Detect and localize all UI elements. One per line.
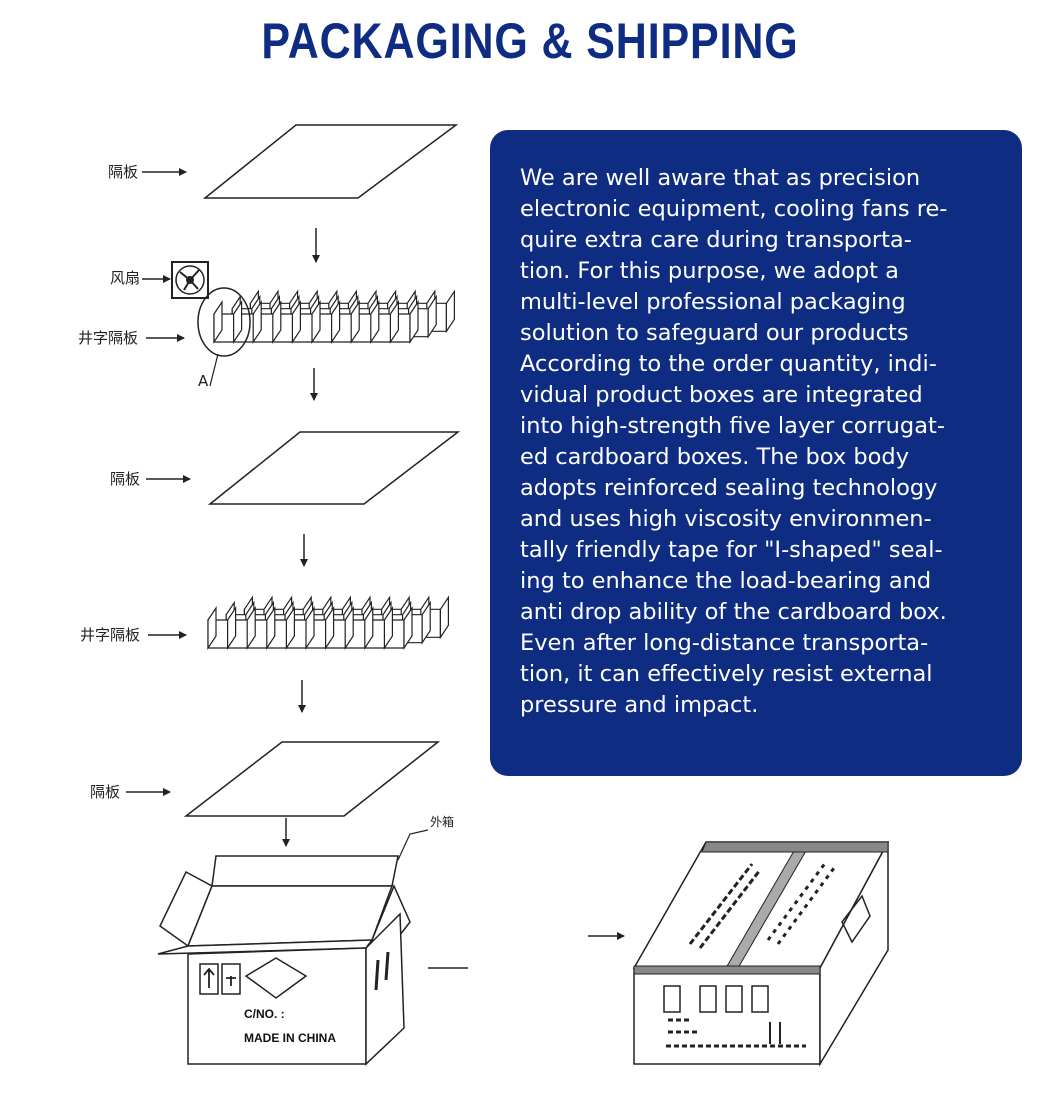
grid-slot <box>233 300 243 344</box>
carton-side-label <box>841 894 871 944</box>
grid-slot <box>311 300 321 344</box>
top-partition-layer: 隔板 <box>108 124 459 199</box>
info-line: According to the order quantity, indi- <box>520 351 937 377</box>
grid-divider-1 <box>213 289 455 344</box>
carton-diamond-mark <box>244 957 308 999</box>
carton-number-text: C/NO. : <box>244 1007 285 1021</box>
grid-slot <box>285 606 295 650</box>
partition-sheet-2 <box>207 431 461 505</box>
sealed-carton-front <box>633 967 821 1065</box>
made-in-text: MADE IN CHINA <box>244 1031 336 1045</box>
carton-opening <box>186 885 394 947</box>
info-line: We are well aware that as precision <box>520 165 921 191</box>
grid-slot <box>246 606 256 650</box>
carton-back-flap <box>211 855 399 887</box>
page-title: PACKAGING & SHIPPING <box>261 13 799 69</box>
carton-side-face <box>365 912 405 1066</box>
info-paragraph: We are well aware that as precision elec… <box>520 163 1002 721</box>
info-line: and uses high viscosity environmen- <box>520 506 932 532</box>
carton-top-print-1 <box>688 863 762 949</box>
grid-slot <box>421 600 431 645</box>
grid-slot <box>291 300 301 344</box>
outer-box-label: 外箱 <box>430 814 454 829</box>
info-line: vidual product boxes are integrated <box>520 382 923 408</box>
partition-label-1: 隔板 <box>108 163 138 181</box>
grid-slot <box>403 606 413 650</box>
sealing-tape-back <box>701 841 889 853</box>
info-line: pressure and impact. <box>520 692 759 718</box>
handling-symbol <box>751 985 769 1013</box>
grid-slot <box>344 606 354 650</box>
handling-symbol <box>663 985 681 1013</box>
carton-side-marks <box>374 951 390 991</box>
grid-slot <box>389 300 399 344</box>
grid-slot <box>370 300 380 344</box>
info-line: into high-strength five layer corrugat- <box>520 413 945 439</box>
info-line: multi-level professional packaging <box>520 289 906 315</box>
sealed-carton-side <box>819 841 889 1067</box>
handling-symbol <box>725 985 743 1013</box>
fan-label: 风扇 <box>110 269 140 287</box>
open-carton: 外箱 C/NO. : MADE IN CHINA <box>157 814 454 1066</box>
carton-top-print-2 <box>766 861 836 945</box>
handling-symbols <box>199 963 241 995</box>
grid-slot <box>427 294 437 339</box>
grid-slot <box>272 300 282 344</box>
carton-front-print <box>666 1018 806 1048</box>
info-line: quire extra care during transporta- <box>520 227 912 253</box>
detail-circle <box>197 287 251 357</box>
info-line: tion, it can effectively resist external <box>520 661 933 687</box>
grid-divider-2 <box>207 595 449 650</box>
sealed-carton <box>632 841 890 1067</box>
grid-slot <box>227 606 237 650</box>
partition-label-3: 隔板 <box>90 783 120 801</box>
fan-icon <box>171 261 209 299</box>
grid-slot <box>207 606 217 650</box>
label-leader <box>397 829 429 861</box>
info-panel: We are well aware that as precision elec… <box>490 130 1022 776</box>
grid-slot <box>350 300 360 344</box>
partition-sheet-3 <box>183 741 441 817</box>
partition-sheet-1 <box>202 124 459 199</box>
info-line: ing to enhance the load-bearing and <box>520 568 932 594</box>
grid-slot <box>409 300 419 344</box>
grid-slot <box>305 606 315 650</box>
info-line: solution to safeguard our products <box>520 320 909 346</box>
detail-leader <box>209 353 219 387</box>
grid-slot <box>266 606 276 650</box>
grid-slot <box>445 289 455 334</box>
detail-marker-label: A <box>198 372 209 390</box>
grid-slot <box>325 606 335 650</box>
grid-slot <box>364 606 374 650</box>
carton-front-face <box>187 947 367 1065</box>
info-line: adopts reinforced sealing technology <box>520 475 938 501</box>
info-line: tion. For this purpose, we adopt a <box>520 258 899 284</box>
info-line: ed cardboard boxes. The box body <box>520 444 910 470</box>
grid-slot <box>331 300 341 344</box>
carton-front-marks <box>769 1022 781 1044</box>
info-line: electronic equipment, cooling fans re- <box>520 196 948 222</box>
info-line: tally friendly tape for "I-shaped" seal- <box>520 537 943 563</box>
grid-slot <box>213 300 223 344</box>
grid-divider-label-1: 井字隔板 <box>78 329 138 347</box>
bottom-partition-layer: 隔板 <box>90 741 441 817</box>
info-line: anti drop ability of the cardboard box. <box>520 599 947 625</box>
grid-divider-label-2: 井字隔板 <box>80 626 140 644</box>
sealing-tape-front <box>633 965 821 975</box>
partition-label-2: 隔板 <box>110 470 140 488</box>
grid-slot <box>383 606 393 650</box>
grid-slot <box>439 595 449 640</box>
grid-slot <box>252 300 262 344</box>
handling-symbol <box>699 985 717 1013</box>
fan-grid-layer: 风扇 井字隔板 A <box>78 261 455 390</box>
middle-partition-layer: 隔板 <box>110 431 461 505</box>
info-line: Even after long-distance transporta- <box>520 630 929 656</box>
grid-divider-layer: 井字隔板 <box>80 595 449 650</box>
